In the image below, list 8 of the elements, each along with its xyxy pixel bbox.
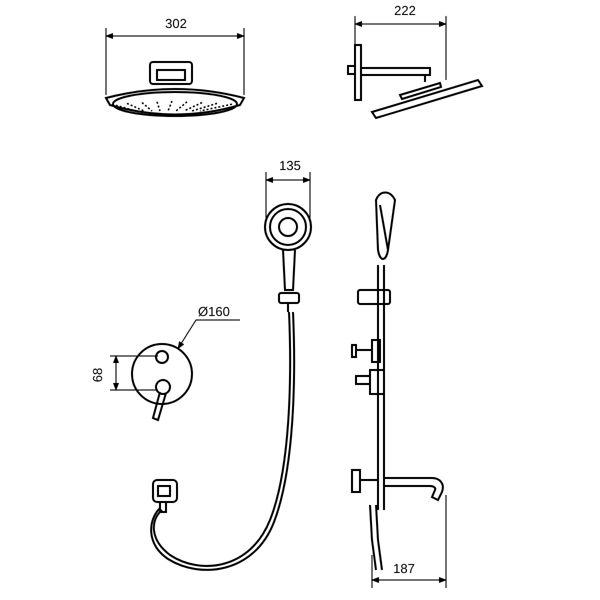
dimension-label: 135 [279, 159, 301, 172]
dimension-label: 302 [165, 17, 187, 30]
dimension-label: 222 [394, 4, 416, 17]
leader-line [177, 320, 240, 350]
dimension-label: 187 [393, 562, 415, 575]
dimension-label: Ø160 [198, 305, 230, 318]
mixer-plate [131, 343, 193, 405]
dimension-label: 68 [91, 368, 104, 382]
